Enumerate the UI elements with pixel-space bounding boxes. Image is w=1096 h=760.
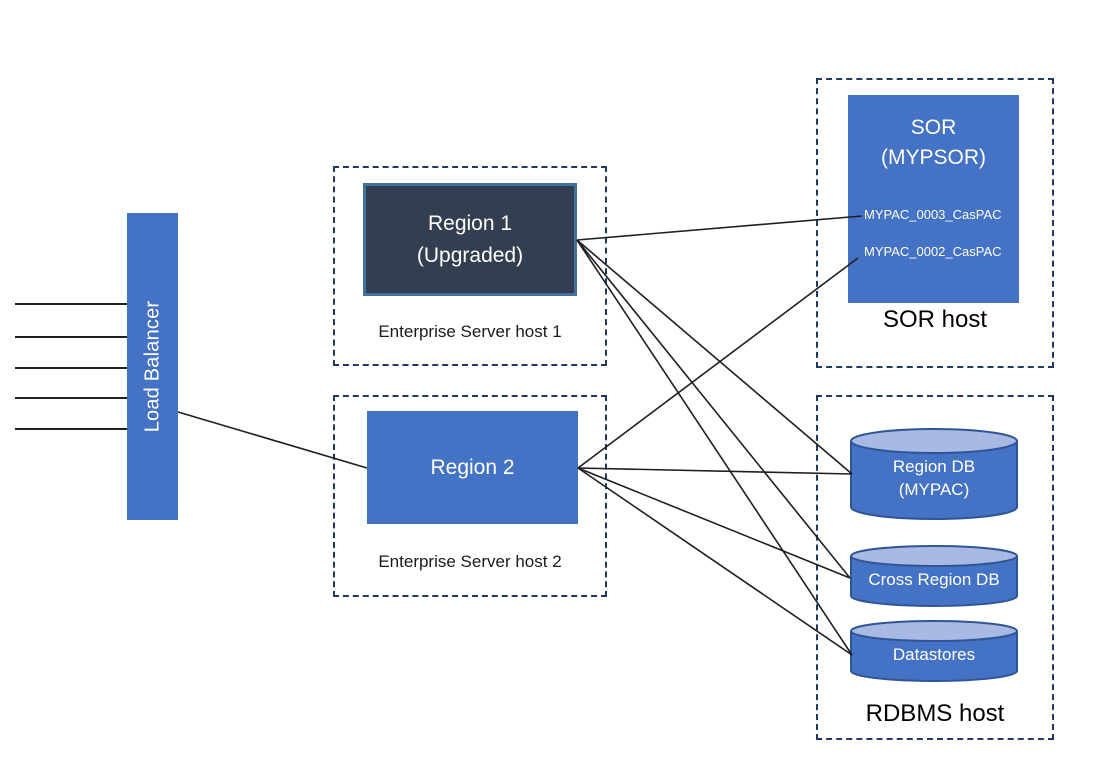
region1-label-line1: Region 1 [427,212,513,235]
region-db-label-line2: (MYPAC) [898,479,970,499]
cylinder-region-db: Region DB (MYPAC) [850,428,1018,520]
sor-pac-label-0003: MYPAC_0003_CasPAC [864,207,1002,222]
line-region1-to-cross-region-db [576,239,851,579]
sor-title-line1: SOR [910,116,957,139]
sor-host-label: SOR host [882,306,988,333]
sor-pac-label-0002: MYPAC_0002_CasPAC [864,244,1002,259]
line-region1-to-region-db [576,239,853,475]
cylinder-cross-region-db: Cross Region DB [850,545,1018,607]
load-balancer-label: Load Balancer [141,300,163,433]
cylinder-datastores: Datastores [850,620,1018,682]
database-cylinder-icon [850,620,1018,682]
line-region2-to-region-db [577,467,853,475]
sor-title-line2: (MYPSOR) [881,146,986,170]
line-region2-to-cross-region-db [577,467,851,579]
database-cylinder-icon [850,428,1018,520]
load-balancer-node: Load Balancer [127,213,178,520]
enterprise-server-host1-label: Enterprise Server host 1 [378,322,562,341]
line-region1-to-datastores [576,239,853,656]
region-db-label-line1: Region DB [892,457,976,476]
region2-label: Region 2 [430,455,515,479]
sor-title: SOR (MYPSOR) [881,113,986,174]
region2-node: Region 2 [367,411,578,524]
line-region2-to-datastores [577,467,853,656]
rdbms-host-label: RDBMS host [865,700,1005,727]
database-cylinder-icon [850,545,1018,607]
sor-node: SOR (MYPSOR) MYPAC_0003_CasPAC MYPAC_000… [848,95,1019,303]
datastores-label: Datastores [892,645,976,664]
region1-node: Region 1 (Upgraded) [363,183,577,296]
enterprise-server-host2-label: Enterprise Server host 2 [378,552,562,571]
cross-region-db-label: Cross Region DB [868,570,1000,589]
region1-label-line2: (Upgraded) [416,243,524,267]
